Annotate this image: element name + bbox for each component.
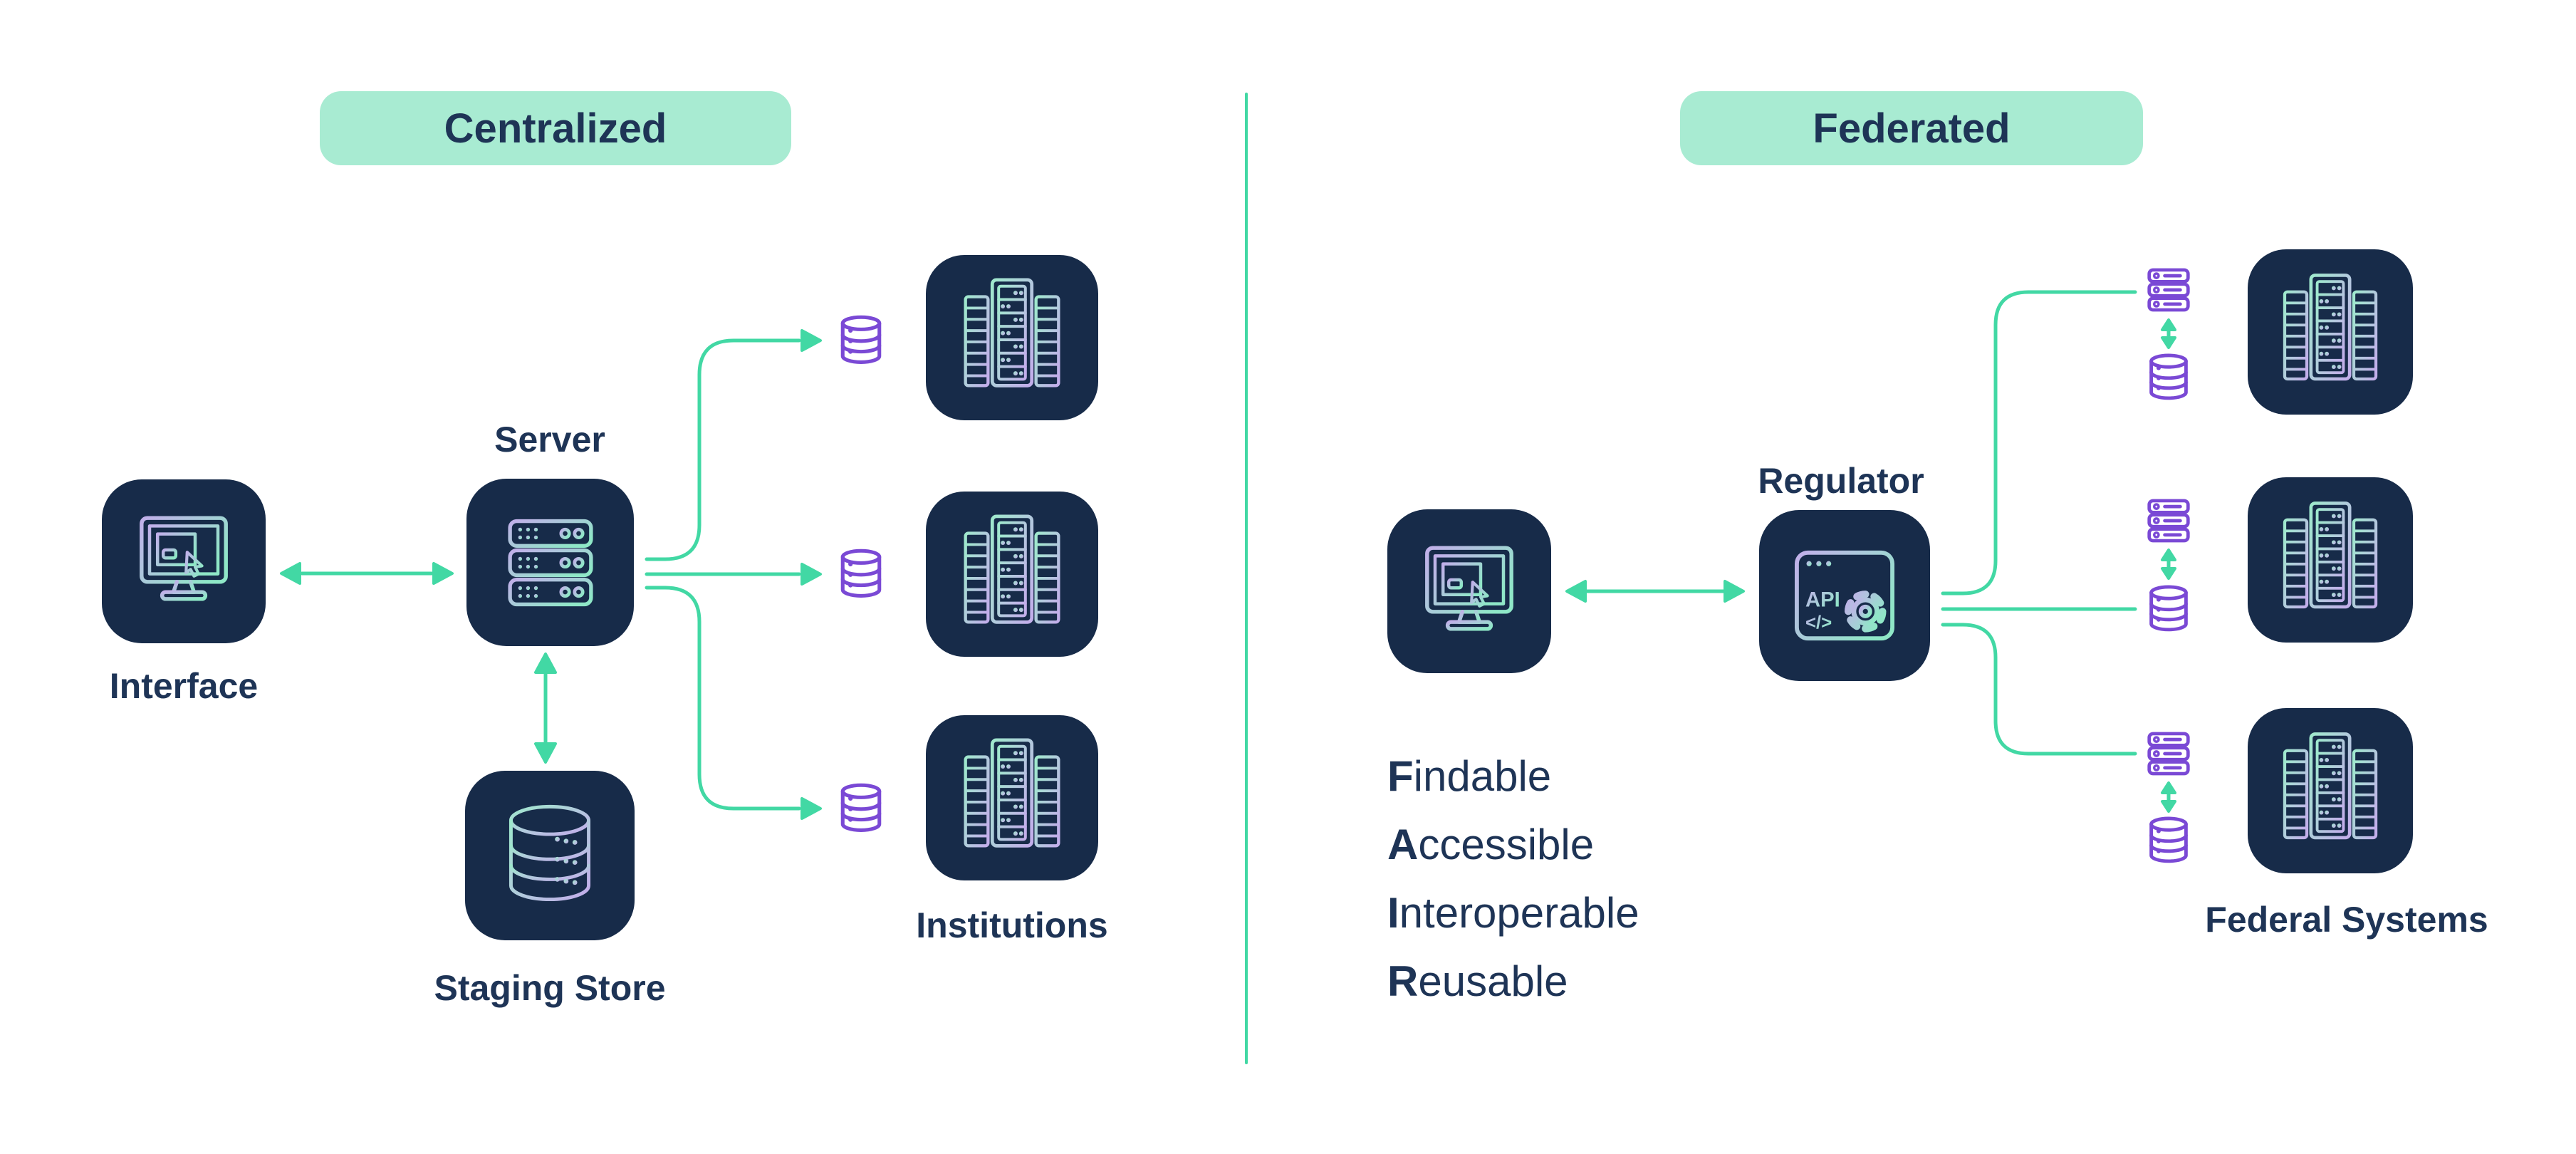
monitor-cursor-icon [127,504,241,618]
interface-node [102,479,266,643]
centralized-header: Centralized [320,91,791,165]
data-store-icon [2141,351,2196,404]
data-store-icon [2141,814,2196,867]
interface-label: Interface [109,666,259,706]
federal-systems-label: Federal Systems [2205,900,2488,940]
regulator-label: Regulator [1758,461,1924,501]
data-node-icon [2141,262,2196,318]
data-node-icon [2141,726,2196,781]
data-center-building-icon [2260,722,2401,860]
fair-line: Findable [1387,752,1552,800]
data-node-icon [2141,493,2196,549]
interface-node-right [1387,509,1551,673]
institution-node [926,255,1098,420]
server-label: Server [494,420,605,459]
staging-store-node [465,771,635,940]
api-browser-gear-icon [1783,534,1906,657]
institution-node [926,715,1098,880]
data-store-icon [833,313,889,368]
federal-system-node [2248,249,2413,415]
branch-top-left [645,338,801,561]
federal-system-node [2248,477,2413,643]
server-node [466,479,634,646]
database-icon [487,793,612,918]
federated-header: Federated [1680,91,2143,165]
regulator-node [1759,510,1930,681]
data-center-building-icon [939,727,1085,868]
data-store-icon [2141,583,2196,635]
fair-line: Interoperable [1387,889,1639,937]
institution-node [926,492,1098,657]
data-center-building-icon [939,267,1085,408]
branch-bottom-left [645,586,801,811]
fair-principles: Findable Accessible Interoperable Reusab… [1387,742,1639,1016]
monitor-cursor-icon [1412,534,1526,648]
data-center-building-icon [939,504,1085,645]
data-store-icon [833,781,889,836]
server-rack-icon [494,506,607,619]
fair-line: Reusable [1387,957,1568,1005]
branch-top-right [1941,290,2137,596]
data-center-building-icon [2260,263,2401,401]
federal-system-node [2248,708,2413,873]
fair-line: Accessible [1387,821,1595,868]
institutions-label: Institutions [916,905,1108,945]
data-store-icon [833,546,889,602]
branch-bottom-right [1941,623,2137,756]
staging-store-label: Staging Store [434,968,666,1008]
data-center-building-icon [2260,491,2401,629]
